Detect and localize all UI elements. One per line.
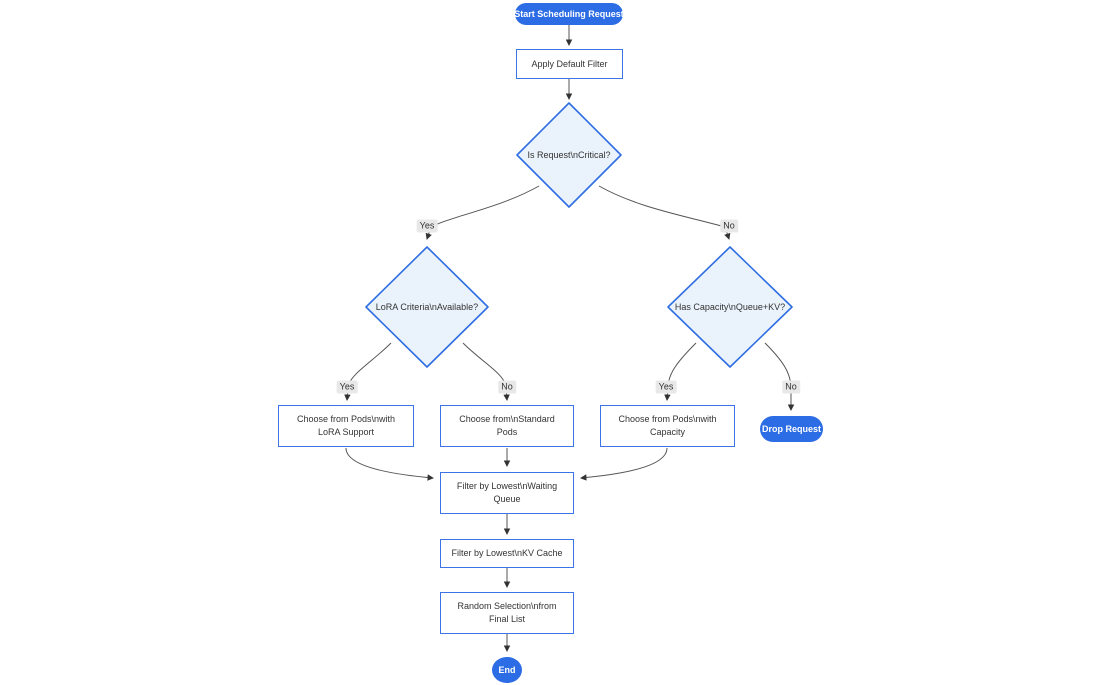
- node-filter-kv-cache-label: Filter by Lowest\nKV Cache: [451, 548, 563, 558]
- decision-is-critical-label: Is Request\nCritical?: [527, 150, 611, 160]
- edge-is-critical-no: [598, 185, 731, 240]
- edge-label-critical-no: No: [720, 219, 738, 233]
- node-drop-request-label: Drop Request: [761, 423, 821, 434]
- edge-is-critical-yes: [425, 185, 540, 240]
- node-apply-default-filter-label: Apply Default Filter: [531, 58, 608, 69]
- decision-lora-criteria-label: LoRA Criteria\nAvailable?: [375, 302, 479, 312]
- edge-label-capacity-no: No: [782, 380, 800, 394]
- node-filter-kv-cache: Filter by Lowest\nKV Cache: [440, 539, 574, 568]
- node-end: End: [492, 657, 522, 683]
- node-choose-lora-pods-line2: LoRA Support: [317, 427, 375, 437]
- node-choose-lora-pods-line1: Choose from Pods\nwith: [296, 414, 396, 424]
- edge-capacity-no: [764, 342, 795, 411]
- node-filter-waiting-queue: Filter by Lowest\nWaiting Queue: [440, 472, 574, 514]
- edge-label-critical-yes: Yes: [416, 219, 438, 233]
- node-choose-capacity-pods: Choose from Pods\nwith Capacity: [600, 405, 735, 447]
- node-end-label: End: [498, 664, 516, 675]
- node-start: Start Scheduling Request: [514, 3, 624, 25]
- edge-label-capacity-yes: Yes: [655, 380, 677, 394]
- node-choose-standard-pods-line2: Pods: [496, 427, 518, 437]
- edge-label-lora-no: No: [498, 380, 516, 394]
- node-choose-lora-pods: Choose from Pods\nwith LoRA Support: [278, 405, 414, 447]
- node-apply-default-filter: Apply Default Filter: [516, 49, 623, 79]
- node-filter-waiting-queue-line1: Filter by Lowest\nWaiting: [456, 481, 558, 491]
- decision-has-capacity-label: Has Capacity\nQueue+KV?: [674, 302, 786, 312]
- edge-label-lora-yes: Yes: [336, 380, 358, 394]
- node-choose-capacity-pods-line1: Choose from Pods\nwith: [618, 414, 717, 424]
- node-choose-standard-pods-line1: Choose from\nStandard: [459, 414, 555, 424]
- node-start-label: Start Scheduling Request: [514, 8, 624, 19]
- decision-is-critical-shape: [516, 102, 622, 208]
- decision-lora-criteria-shape: [365, 246, 489, 368]
- node-choose-standard-pods: Choose from\nStandard Pods: [440, 405, 574, 447]
- edge-choose-capacity-to-filter-waiting: [580, 447, 668, 481]
- node-random-selection-line2: Final List: [488, 614, 525, 624]
- edge-choose-lora-to-filter-waiting: [345, 447, 434, 481]
- node-choose-capacity-pods-line2: Capacity: [649, 427, 685, 437]
- decision-has-capacity-shape: [667, 246, 793, 368]
- node-drop-request: Drop Request: [760, 416, 823, 442]
- node-random-selection-line1: Random Selection\nfrom: [457, 601, 557, 611]
- node-random-selection: Random Selection\nfrom Final List: [440, 592, 574, 634]
- node-filter-waiting-queue-line2: Queue: [493, 494, 521, 504]
